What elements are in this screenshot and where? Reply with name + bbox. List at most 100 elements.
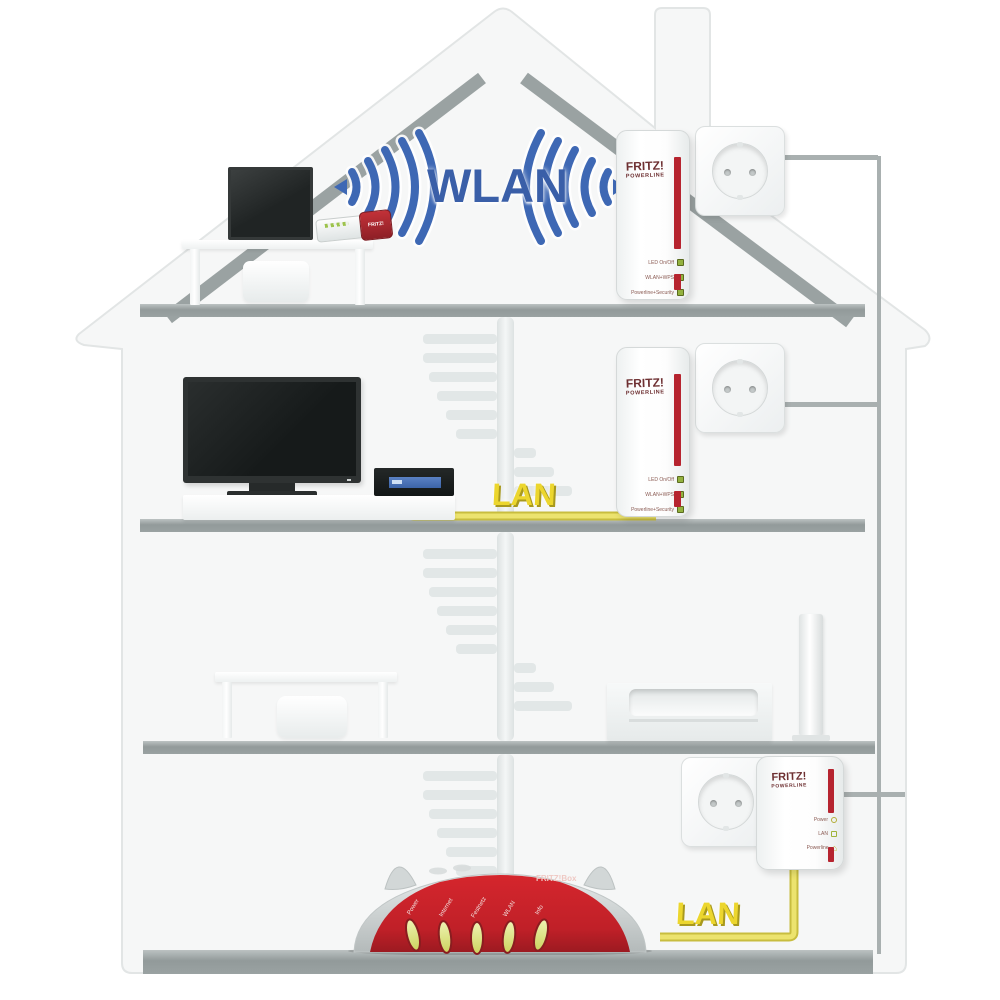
house-icon: ⌂ xyxy=(831,843,837,853)
router-fin-left xyxy=(384,866,417,890)
brand-text: FRITZ! xyxy=(625,375,665,391)
socket-pin xyxy=(710,800,717,807)
fritz-logo: FRITZ! Powerline xyxy=(763,770,816,790)
socket-notch xyxy=(737,412,743,417)
red-stripe xyxy=(674,274,681,290)
led-leaf xyxy=(501,920,517,954)
router-graphic: FRITZ!Box Power Internet Festnetz WLAN I… xyxy=(348,864,652,956)
table-leg xyxy=(222,682,232,738)
wlan-waves xyxy=(334,126,626,248)
power-stub-ground xyxy=(838,792,905,797)
power-riser-line xyxy=(877,156,881,954)
led-label: Power xyxy=(813,817,828,823)
led-leaf xyxy=(470,921,484,955)
tv-stand-base xyxy=(227,491,317,498)
powerline-adapter-attic: FRITZ! Powerline LED On/Off WLAN+WPS Pow… xyxy=(616,130,690,300)
desk xyxy=(182,240,373,249)
ottoman-box xyxy=(277,696,347,738)
led-indicator xyxy=(677,476,684,483)
media-receiver xyxy=(374,468,454,496)
sideboard-shadow-line xyxy=(629,719,758,722)
led-indicator xyxy=(677,259,684,266)
led-label: LAN xyxy=(818,831,828,837)
flatscreen-tv xyxy=(183,377,361,483)
wave-arrow-left xyxy=(334,179,347,195)
socket-notch xyxy=(723,826,729,831)
red-stripe xyxy=(828,847,834,862)
socket-pin xyxy=(749,169,756,176)
socket-notch xyxy=(723,773,729,778)
red-stripe xyxy=(828,769,834,813)
floor-slab-3 xyxy=(143,741,875,754)
lan-label-ground: LAN xyxy=(675,896,741,931)
router-led-label: Info xyxy=(535,904,546,916)
led-label: LED On/Off xyxy=(648,476,674,483)
socket-pin xyxy=(724,169,731,176)
desk-leg xyxy=(355,249,365,305)
socket-recess xyxy=(698,773,754,831)
product-text: Powerline xyxy=(771,782,808,790)
led-leaf xyxy=(533,918,549,952)
led-label: WLAN+WPS xyxy=(645,491,674,498)
tower-speaker xyxy=(799,614,823,736)
usb-stick-cap: FRITZ! xyxy=(358,208,394,242)
power-stub-attic xyxy=(770,155,878,160)
table-leg xyxy=(378,682,388,738)
usb-stick-label xyxy=(324,221,349,228)
brand-text: FRITZ! xyxy=(625,158,665,174)
socket-pin xyxy=(735,800,742,807)
socket-recess xyxy=(712,359,768,417)
red-stripe xyxy=(674,374,681,466)
wall-socket-attic xyxy=(695,126,785,216)
socket-notch xyxy=(737,142,743,147)
router-button xyxy=(429,867,447,875)
powerline-adapter-ground: FRITZ! Powerline Power LAN Powerline⌂ xyxy=(756,756,844,870)
tv-standby-led xyxy=(347,479,351,481)
floor-slab-2 xyxy=(140,519,865,532)
led-label: Powerline+Security xyxy=(631,506,674,513)
led-label: WLAN+WPS xyxy=(645,274,674,281)
router-fin-right xyxy=(583,866,616,890)
usb-stick-body xyxy=(315,214,366,243)
socket-pin xyxy=(749,386,756,393)
stair-pole xyxy=(497,532,514,741)
router-button xyxy=(453,864,471,872)
socket-pin xyxy=(724,386,731,393)
computer-monitor xyxy=(228,167,313,240)
red-stripe xyxy=(674,157,681,249)
sideboard xyxy=(607,683,772,741)
speaker-base xyxy=(792,735,830,741)
floor-slab-1 xyxy=(140,304,865,317)
stair-pole xyxy=(497,317,514,519)
wall-socket-living xyxy=(695,343,785,433)
roof-band-left xyxy=(164,72,486,324)
socket-recess xyxy=(712,142,768,200)
led-label: Powerline xyxy=(806,845,829,851)
led-panel: Power LAN Powerline⌂ xyxy=(763,813,837,855)
socket-notch xyxy=(737,359,743,364)
led-indicator xyxy=(677,506,684,513)
lan-icon xyxy=(831,831,837,837)
side-table xyxy=(215,672,397,682)
power-icon xyxy=(831,817,837,823)
socket-notch xyxy=(737,195,743,200)
ground-slab xyxy=(143,950,873,974)
router-leds xyxy=(405,918,549,955)
display-text xyxy=(392,480,402,484)
tv-lowboard xyxy=(183,495,455,520)
fritz-logo: FRITZ! Powerline xyxy=(623,158,668,180)
product-text: Powerline xyxy=(625,172,665,180)
product-text: Powerline xyxy=(625,389,665,397)
led-leaf xyxy=(405,918,421,952)
led-indicator xyxy=(677,289,684,296)
fritzbox-router: FRITZ!Box Power Internet Festnetz WLAN I… xyxy=(340,845,660,956)
fritz-logo: FRITZ! Powerline xyxy=(623,375,668,397)
router-name: FRITZ!Box xyxy=(536,874,577,883)
wlan-label: WLAN xyxy=(427,159,568,212)
tv-screen xyxy=(188,382,356,476)
led-leaf xyxy=(437,920,453,954)
power-stub-living xyxy=(780,402,878,407)
led-label: Powerline+Security xyxy=(631,289,674,296)
storage-box xyxy=(243,261,309,302)
